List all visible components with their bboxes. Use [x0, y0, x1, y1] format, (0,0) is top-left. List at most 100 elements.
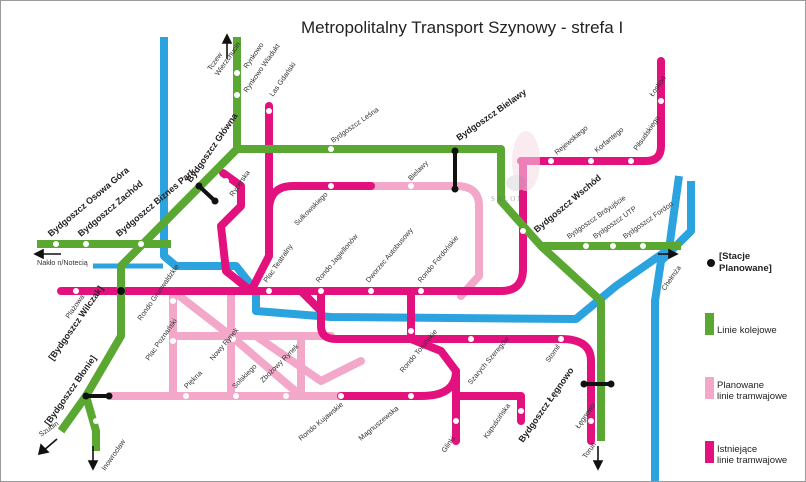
river-brda-north	[160, 37, 683, 323]
stop-zbozowy	[283, 393, 289, 399]
stop-magnuszewska	[408, 393, 414, 399]
legend-rail-label: Linie kolejowe	[717, 325, 777, 336]
stop-kujawskie	[338, 393, 344, 399]
planned-dot-blonie-a	[82, 392, 90, 400]
legend-planned-line1: [Stacje	[719, 251, 750, 262]
legend: [Stacje Planowane] Linie kolejowe Planow…	[705, 251, 787, 466]
planned-dot-glowna-a	[195, 182, 203, 190]
tram-fordon	[517, 57, 665, 165]
stop-grunwaldzkie	[170, 298, 176, 304]
planned-marker-glowna	[197, 184, 217, 203]
stop-lesna	[328, 146, 334, 152]
tram-las-gdanski	[247, 102, 273, 295]
stop-dworzec	[368, 288, 374, 294]
stop-kapuscinska	[518, 408, 524, 414]
stop-nowy-rynek	[230, 336, 236, 342]
tram-rondo-kujawskie	[337, 367, 460, 400]
river-vistula	[651, 181, 695, 481]
tram-magnuszewska	[452, 392, 525, 425]
planned-tram-grid-7	[252, 332, 365, 385]
planned-dot-wilczak	[117, 287, 125, 295]
stop-rejewskiego	[548, 158, 554, 164]
existing-tram-layer	[57, 57, 665, 445]
stop-rynkowo-wiadukt	[234, 92, 240, 98]
arrow-west-head-icon	[33, 248, 44, 260]
stop-brdyujscie	[583, 243, 589, 249]
tram-main-east-west	[57, 157, 527, 295]
tram-toronska	[407, 287, 460, 445]
stop-utp	[610, 243, 616, 249]
stop-glinki	[453, 418, 459, 424]
planned-dot-legnowo-b	[607, 380, 615, 388]
label-bielawy: Bielawy	[406, 158, 430, 182]
legend-tram-existing-label: Istniejące linie tramwajowe	[717, 444, 787, 466]
stop-rynkowo	[234, 70, 240, 76]
planned-dot-blonie-b	[105, 392, 113, 400]
salon-watermark: SALON	[491, 131, 540, 203]
stop-plac-poznanski	[170, 338, 176, 344]
planned-dot-bielawy-a	[451, 147, 459, 155]
stop-rycerska	[223, 178, 229, 184]
legend-planned-stations: [Stacje Planowane]	[719, 251, 772, 274]
stop-jagiellonow	[318, 288, 324, 294]
stop-zachod	[83, 241, 89, 247]
arrows	[33, 33, 679, 471]
stop-legnowo	[588, 418, 594, 424]
watermark-text: SALON	[491, 195, 524, 203]
label-stomil: Stomil	[543, 342, 562, 364]
label-dworzec-autobusowy: Dworzec Autobusowy	[364, 226, 415, 285]
stop-solskiego	[233, 393, 239, 399]
label-rejewskiego: Rejewskiego	[553, 123, 590, 156]
stop-fordon	[640, 243, 646, 249]
stop-loskon	[658, 98, 664, 104]
station-dots	[53, 70, 664, 424]
tram-center-loop	[317, 287, 595, 385]
label-rondo-fordonskie: Rondo Fordońskie	[416, 234, 461, 285]
stop-fordonskie	[418, 288, 424, 294]
label-bydgoszcz-fordon: Bydgoszcz Fordon	[621, 199, 675, 241]
planned-dot-bielawy-b	[451, 185, 459, 193]
stop-korfantego	[588, 158, 594, 164]
label-rondo-kujawskie: Rondo Kujawskie	[297, 400, 345, 443]
legend-rail-swatch	[705, 313, 714, 335]
stop-stomil	[558, 336, 564, 342]
watermark-blob-2-icon	[506, 175, 526, 191]
label-bydgoszcz-bielawy: Bydgoszcz Bielawy	[454, 87, 528, 143]
label-rondo-jagiellonow: Rondo Jagiellonów	[314, 231, 360, 284]
arrow-southeast-head-icon	[592, 460, 604, 471]
stop-osowa	[53, 241, 59, 247]
rail-north	[57, 37, 241, 434]
legend-tram-existing-line2: linie tramwajowe	[717, 455, 787, 466]
label-magnuszewska: Magnuszewska	[357, 404, 401, 443]
stop-plazowa	[73, 288, 79, 294]
label-piekna: Piękna	[182, 369, 204, 391]
planned-dot-glowna-b	[211, 197, 219, 205]
legend-tram-existing-line1: Istniejące	[717, 444, 757, 455]
arrow-north-head-icon	[221, 33, 233, 44]
tram-rycerska	[217, 169, 255, 295]
stop-szarych	[468, 336, 474, 342]
label-korfantego: Korfantego	[593, 125, 626, 155]
arrow-east-head-icon	[668, 248, 679, 260]
label-bydgoszcz-legnowo: Bydgoszcz Łęgnowo	[516, 365, 576, 444]
legend-planned-marker-icon	[707, 259, 715, 267]
planned-dot-legnowo-a	[580, 380, 588, 388]
stop-pilsudskiego	[628, 158, 634, 164]
label-las-gdanski: Las Gdański	[267, 60, 298, 98]
stop-sulkowskiego	[328, 183, 334, 189]
legend-tram-planned-line1: Planowane	[717, 380, 764, 391]
label-sulkowskiego: Sułkowskiego	[292, 190, 329, 227]
stop-piekna	[183, 393, 189, 399]
legend-tram-planned-swatch	[705, 377, 714, 399]
rail-south	[82, 394, 100, 451]
stop-plac-teatralny	[266, 288, 272, 294]
stop-blonie-dot	[93, 418, 99, 424]
direction-west-label: Nakło n/Notecią	[37, 258, 88, 267]
direction-southeast-label: Toruń	[580, 440, 598, 460]
direction-south-label: Inowrocław	[99, 437, 127, 472]
tram-ring-north	[265, 182, 375, 215]
stop-wschod	[520, 228, 526, 234]
planned-markers	[82, 147, 615, 400]
